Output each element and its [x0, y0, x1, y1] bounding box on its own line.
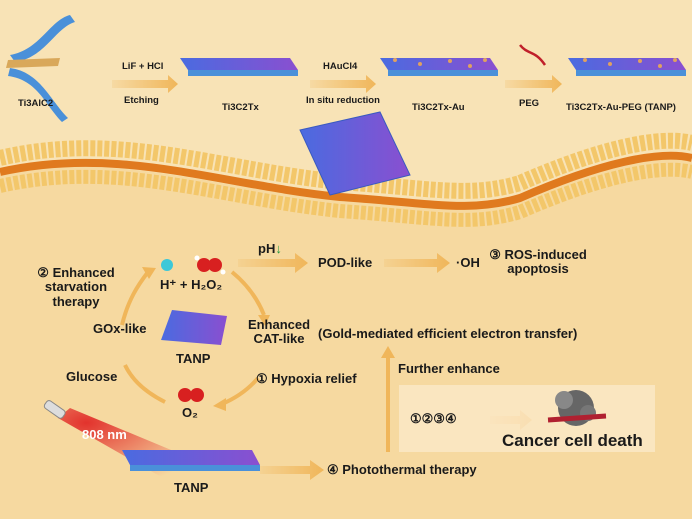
label-combination: ①②③④: [410, 411, 457, 426]
ti3c2tx-au-sheet: [380, 58, 498, 76]
label-photothermal: ④ Photothermal therapy: [327, 462, 477, 477]
proton-molecule: [161, 259, 173, 271]
label-ros-apoptosis: ③ ROS-induced apoptosis: [489, 247, 587, 277]
label-starvation-therapy: ② Enhanced starvation therapy: [37, 265, 115, 309]
ph-down-arrow-icon: ↓: [275, 241, 282, 256]
label-etching: Etching: [124, 95, 159, 106]
ph-text: pH: [258, 241, 276, 256]
label-tanp-product: Ti3C2Tx-Au-PEG (TANP): [566, 102, 676, 113]
label-cat-like: Enhanced CAT-like: [247, 317, 311, 347]
tanp-center-sheet: [161, 310, 227, 345]
label-oxygen: O₂: [182, 405, 198, 420]
membrane-core: [0, 151, 692, 210]
label-ti3c2tx-au: Ti3C2Tx-Au: [412, 102, 465, 113]
laser-device: [43, 400, 66, 419]
synthesis-arrows: [112, 75, 562, 93]
o2-molecule: [178, 388, 204, 402]
label-in-situ-reduction: In situ reduction: [306, 95, 380, 106]
label-gold-mediated: (Gold-mediated efficient electron transf…: [318, 326, 578, 341]
gold-nanoparticles: [393, 58, 677, 68]
label-gox-like: GOx-like: [93, 321, 147, 336]
tanp-sheet-top: [568, 58, 686, 76]
membrane-inner: [0, 162, 692, 227]
label-pod-like: POD-like: [318, 255, 373, 270]
label-hypoxia-relief: ① Hypoxia relief: [256, 371, 357, 386]
cancer-cell-icon: [547, 390, 607, 426]
membrane-outer: [0, 132, 692, 199]
result-box: [399, 385, 655, 452]
h2o2-molecule: [194, 255, 226, 275]
label-haucl4: HAuCl4: [323, 61, 358, 72]
label-glucose: Glucose: [66, 369, 118, 384]
tanp-bottom-sheet: [122, 450, 260, 471]
label-peg: PEG: [519, 98, 540, 109]
peg-chain: [519, 44, 547, 66]
label-ph: pH↓: [258, 241, 282, 256]
label-hydroxyl: ·OH: [456, 255, 480, 270]
label-ti3c2tx: Ti3C2Tx: [222, 102, 259, 113]
label-reactants: H⁺ + H₂O₂: [160, 277, 223, 292]
label-808nm: 808 nm: [82, 427, 127, 442]
label-tanp-center: TANP: [176, 351, 211, 366]
cycle-arrowheads: [142, 267, 395, 411]
ti3alc2-stack: [6, 15, 75, 122]
label-lif-hcl: LiF + HCl: [122, 61, 164, 72]
label-ti3alc2: Ti3AlC2: [18, 98, 54, 109]
label-cancer-cell-death: Cancer cell death: [502, 431, 643, 450]
ti3c2tx-sheet: [180, 58, 298, 76]
tanp-on-membrane: [299, 111, 411, 196]
label-further-enhance: Further enhance: [398, 361, 500, 376]
label-tanp-bottom: TANP: [174, 480, 209, 495]
